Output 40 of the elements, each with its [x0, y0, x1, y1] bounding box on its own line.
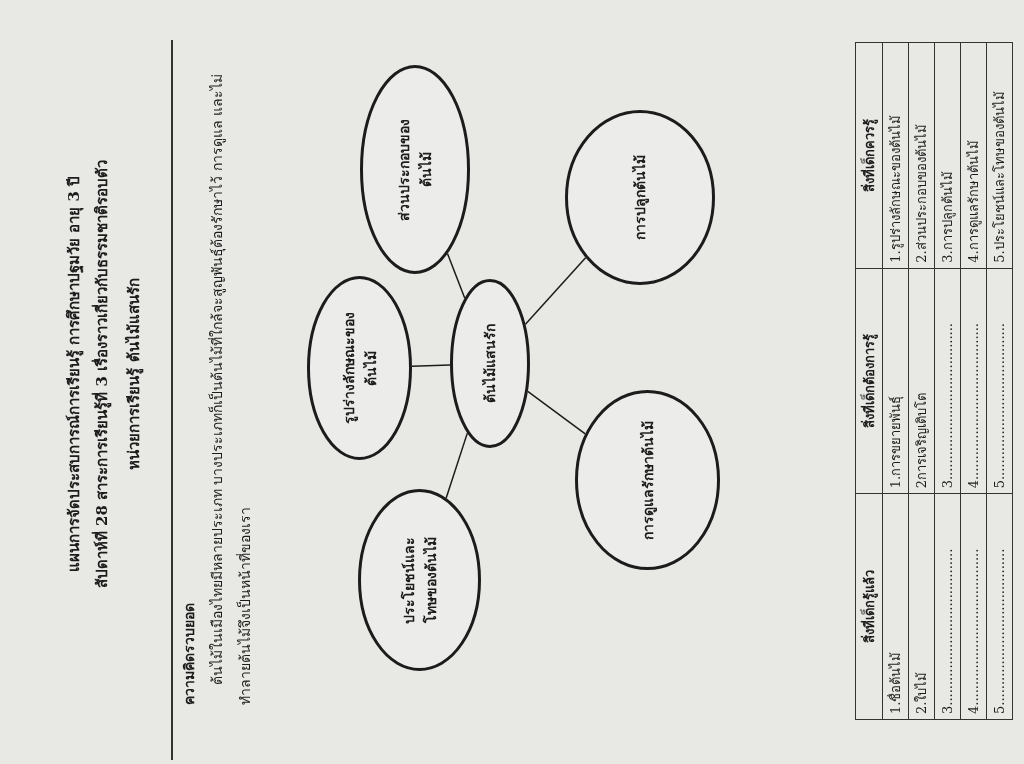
topic-ellipse — [307, 276, 412, 460]
table-header-cell: สิ่งที่เด็กควรรู้ — [855, 42, 883, 269]
topic-text: ต้นไม้แสนรัก — [481, 324, 499, 403]
table-header-cell: สิ่งที่เด็กต้องการรู้ — [855, 268, 883, 494]
table-cell: 3.การปลูกต้นไม้ — [934, 42, 961, 269]
topic-ellipse — [450, 279, 530, 448]
table-cell: 1.รูปร่างลักษณะของต้นไม้ — [882, 42, 909, 269]
connector-line — [445, 432, 469, 499]
title-text: แผนการจัดประสบการณ์การเรียนรู้ การศึกษาปฐมวัย อายุ 3 ปี — [64, 174, 84, 575]
table-cell: 3...................................... — [934, 268, 961, 494]
subtitle-text: หน่วยการเรียนรู้ ต้นไม้แสนรัก — [124, 277, 144, 472]
connector-line — [524, 256, 587, 326]
table-cell: 4...................................... — [960, 268, 987, 494]
table-cell: 5.ประโยชน์และโทษของต้นไม้ — [986, 42, 1013, 269]
topic-text: รูปร่างลักษณะของต้นไม้ — [339, 311, 380, 426]
table-cell: 1.การขยายพันธุ์ — [882, 268, 909, 494]
table-cell: 2.ใบไม้ — [908, 493, 935, 720]
connector-line — [446, 252, 466, 299]
table-cell: 3...................................... — [934, 493, 961, 720]
table-cell: 5...................................... — [986, 268, 1013, 494]
topic-ellipse — [575, 390, 720, 570]
subtitle-text: สัปดาห์ที่ 28 สาระการเรียนรู้ที่ 3 เรื่องราวเกี่ยวกับธรรมชาติรอบตัว — [92, 158, 112, 591]
concept-paragraph: ต้นไม้ในเมืองไทยมีหลายประเภท บางประเภทก็เป็นต้นไม้ที่ใกล้จะสูญพันธุ์ต้องรักษาไว้ การดูแล และไม่ทำลายต้นไม้จึงเป็นหน้าที่ของเรา — [207, 72, 254, 705]
table-cell: 5...................................... — [986, 493, 1013, 720]
topic-text: ส่วนประกอบของต้นไม้ — [395, 117, 435, 223]
table-cell: 2.ส่วนประกอบของต้นไม้ — [908, 42, 935, 269]
table-cell: 1.ชื่อต้นไม้ — [882, 493, 909, 720]
topic-ellipse — [360, 65, 470, 274]
connector-line — [411, 364, 451, 367]
topic-ellipse — [565, 110, 715, 285]
table-cell: 4...................................... — [960, 493, 987, 720]
connector-line — [527, 390, 586, 435]
topic-text: การปลูกต้นไม้ — [631, 155, 650, 240]
topic-text: การดูแลรักษาต้นไม้ — [638, 420, 658, 540]
topic-ellipse — [358, 489, 481, 671]
section-heading: ความคิดรวบยอด — [180, 603, 198, 705]
table-header-cell: สิ่งที่เด็กรู้แล้ว — [855, 493, 883, 720]
table-cell: 2การเจริญเติบโต — [908, 268, 935, 494]
topic-text: ประโยชน์และโทษของต้นไม้ — [399, 535, 440, 626]
table-cell: 4.การดูแลรักษาต้นไม้ — [960, 42, 987, 269]
